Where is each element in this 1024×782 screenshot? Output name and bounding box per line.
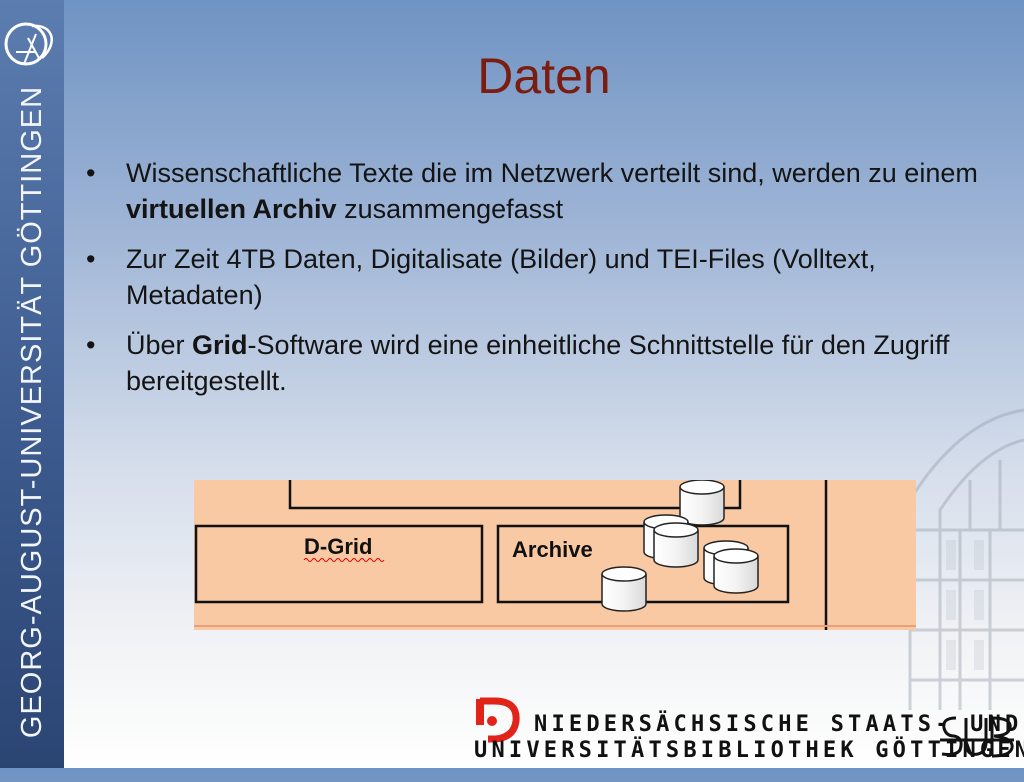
archive-diagram: D-Grid Archive [194,480,916,630]
bullet-marker: • [86,330,96,360]
diagram-top-frame [288,480,742,510]
bullet-marker: • [86,244,96,274]
bullet-item: • Über Grid-Software wird eine einheitlic… [84,327,984,399]
dgrid-spellcheck-underline [303,558,385,562]
sub-library-mark-icon [476,697,520,743]
storage-cylinder-icon [653,522,699,568]
diagram-background [194,480,916,630]
storage-cylinder-icon [713,548,759,594]
storage-cylinder-icon [601,566,647,612]
bullet-text: Über [126,330,193,360]
archive-label: Archive [512,537,593,562]
storage-cylinders [601,480,759,612]
bullet-text-bold: Grid [192,330,248,360]
dgrid-label: D-Grid [304,534,372,559]
sub-logo-icon [940,716,1014,758]
university-seal-logo [4,22,53,66]
bullet-item: • Zur Zeit 4TB Daten, Digitalisate (Bilde… [84,241,984,313]
university-sidebar: GEORG-AUGUST-UNIVERSITÄT GÖTTINGEN [0,0,64,768]
bullet-text: Zur Zeit 4TB Daten, Digitalisate (Bilder… [126,244,876,310]
university-name: GEORG-AUGUST-UNIVERSITÄT GÖTTINGEN [16,85,48,739]
library-name-line2: UNIVERSITÄTSBIBLIOTHEK GÖTTINGEN [474,738,1024,763]
bullet-item: • Wissenschaftliche Texte die im Netzwerk… [84,155,984,227]
bullet-text: Wissenschaftliche Texte die im Netzwerk … [126,158,978,188]
bullet-marker: • [86,158,96,188]
slide-title: Daten [477,48,611,104]
bullet-list: • Wissenschaftliche Texte die im Netzwerk… [84,155,984,413]
bullet-text: zusammengefasst [336,194,564,224]
storage-cylinder-icon [679,480,725,526]
dgrid-box [194,524,484,604]
library-name-line1: NIEDERSÄCHSISCHE STAATS- UND [534,712,1023,737]
bullet-text-bold: virtuellen Archiv [126,194,337,224]
bullet-text: -Software wird eine einheitliche Schnitt… [126,330,950,396]
